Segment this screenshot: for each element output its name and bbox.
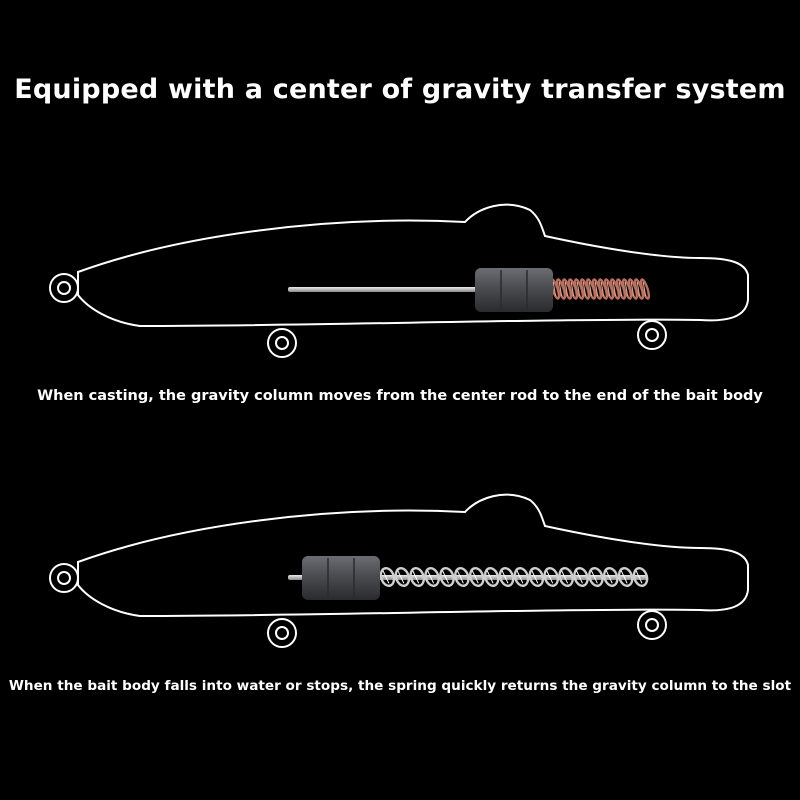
spring-coil: [469, 567, 485, 587]
spring-coil: [543, 567, 559, 587]
spring-coil: [454, 567, 470, 587]
copper-spring: [549, 278, 651, 300]
spring-coil: [409, 567, 425, 587]
spring-coil-highlight: [582, 281, 587, 297]
lure-diagram-casting: [49, 203, 749, 358]
spring-coil-highlight: [427, 570, 435, 584]
spring-coil-highlight: [606, 281, 611, 297]
steel-spring: [379, 567, 649, 587]
spring-coil-highlight: [531, 570, 539, 584]
spring-coil: [424, 567, 440, 587]
spring-coil: [632, 567, 649, 587]
spring-coil-highlight: [397, 570, 405, 584]
center-rod: [288, 287, 478, 292]
spring-coil-highlight: [552, 281, 557, 297]
spring-coil-highlight: [612, 281, 617, 297]
spring-coil: [573, 567, 589, 587]
spring-coil-highlight: [642, 281, 647, 297]
spring-coil: [498, 567, 515, 587]
spring-coil: [379, 567, 396, 587]
spring-coil-highlight: [624, 281, 629, 297]
spring-coil: [558, 567, 574, 587]
caption-casting: When casting, the gravity column moves f…: [37, 388, 763, 404]
spring-coil-highlight: [382, 570, 390, 584]
spring-coil-highlight: [516, 570, 524, 584]
spring-coil: [617, 567, 634, 587]
spring-coil-highlight: [635, 570, 643, 584]
spring-coil-highlight: [618, 281, 623, 297]
spring-coil-highlight: [620, 570, 628, 584]
spring-coil: [528, 567, 545, 587]
spring-coil-highlight: [570, 281, 575, 297]
spring-coil: [513, 567, 530, 587]
lure-diagram-stopped: [49, 493, 749, 648]
spring-coil-highlight: [471, 570, 479, 584]
spring-coil-highlight: [546, 570, 554, 584]
spring-coil-highlight: [576, 281, 581, 297]
spring-coil-highlight: [558, 281, 563, 297]
page-title: Equipped with a center of gravity transf…: [14, 74, 786, 105]
spring-coil-highlight: [501, 570, 509, 584]
spring-coil-highlight: [590, 570, 598, 584]
spring-coil-highlight: [630, 281, 635, 297]
spring-coil-highlight: [564, 281, 569, 297]
spring-coil: [394, 567, 411, 587]
spring-coil-highlight: [486, 570, 494, 584]
spring-coil-highlight: [594, 281, 599, 297]
spring-coil-highlight: [561, 570, 569, 584]
spring-coil-highlight: [605, 570, 613, 584]
gravity-column: [475, 268, 553, 312]
spring-coil-highlight: [442, 570, 449, 584]
spring-coil-highlight: [588, 281, 593, 297]
spring-coil: [603, 567, 619, 587]
gravity-column: [302, 556, 380, 600]
caption-stopped: When the bait body falls into water or s…: [8, 678, 792, 694]
spring-coil-highlight: [456, 570, 464, 584]
spring-coil: [639, 278, 651, 300]
spring-coil: [439, 567, 455, 587]
spring-coil-highlight: [636, 281, 641, 297]
spring-coil-highlight: [576, 570, 583, 584]
spring-coil: [483, 567, 500, 587]
spring-coil: [588, 567, 604, 587]
spring-coil-highlight: [412, 570, 420, 584]
spring-coil-highlight: [600, 281, 605, 297]
